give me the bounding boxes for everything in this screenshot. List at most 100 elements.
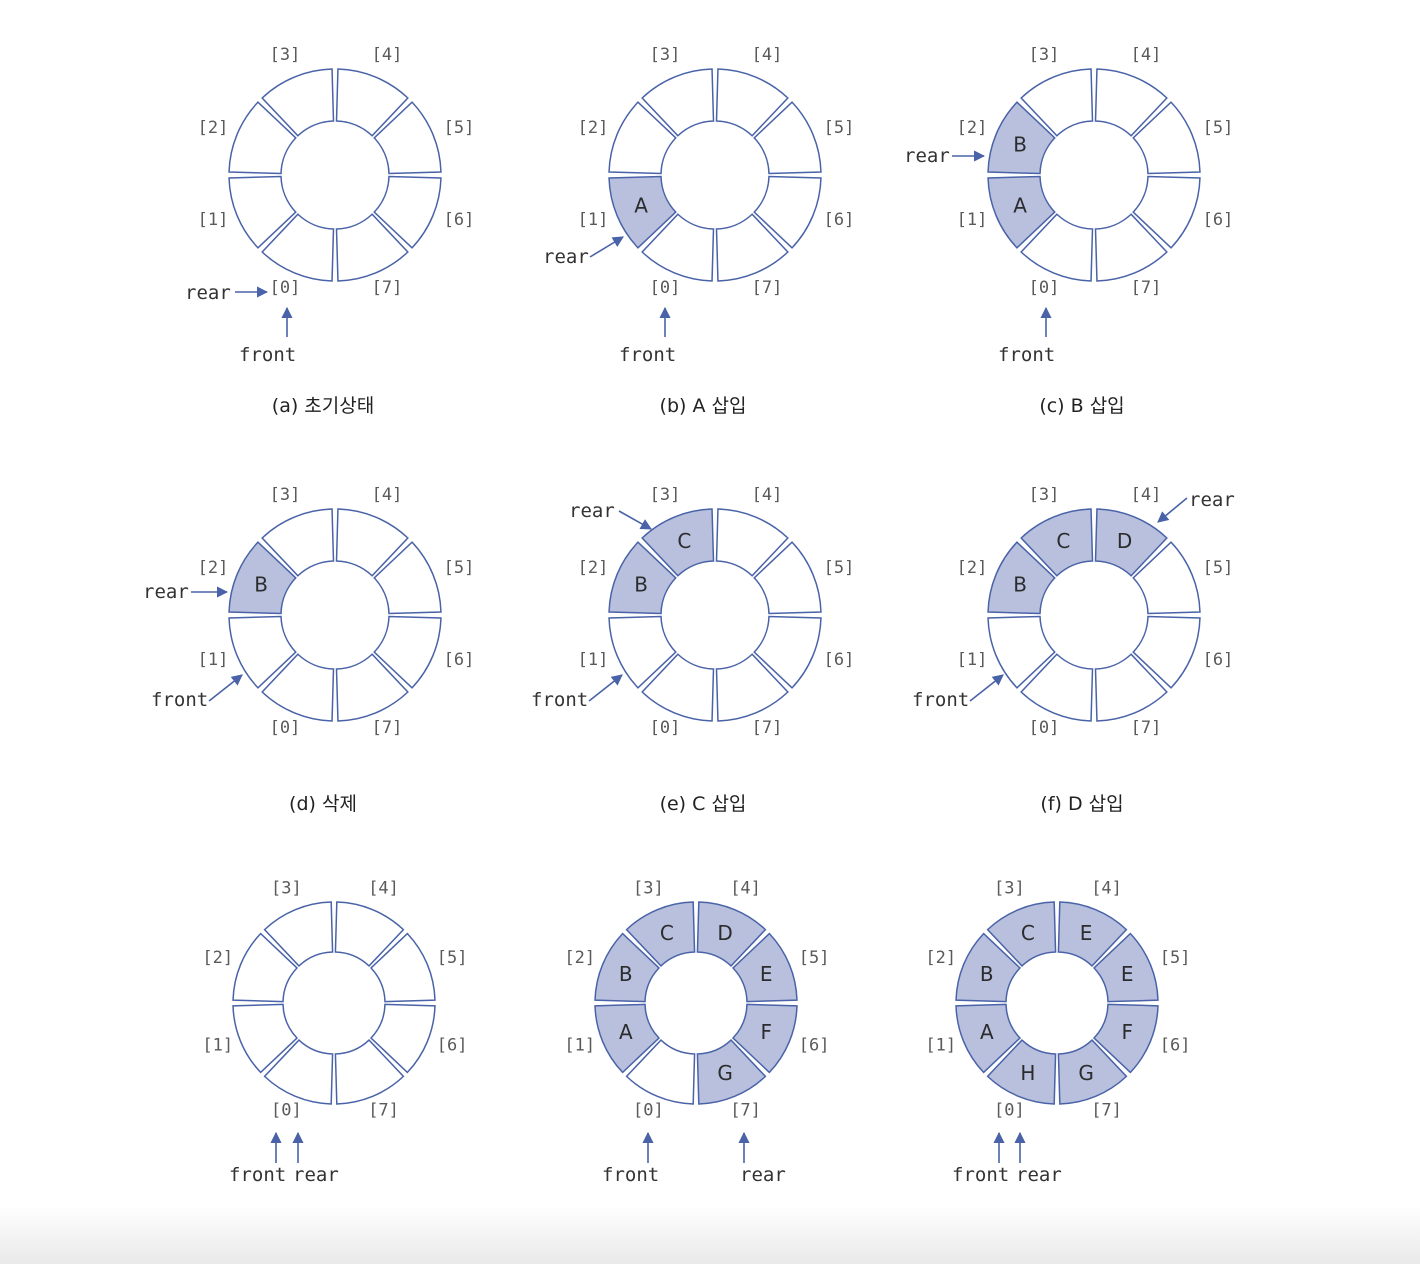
queue-cell: [261, 68, 335, 137]
rear-pointer-label: rear: [293, 1164, 339, 1186]
cell-value: B: [634, 572, 648, 596]
index-label: [6]: [824, 650, 855, 670]
front-pointer-label: front: [239, 344, 296, 366]
index-label: [0]: [271, 1100, 302, 1120]
queue-cell: [608, 541, 677, 615]
cell-value: B: [619, 962, 633, 986]
cell-value: H: [1020, 1061, 1035, 1085]
cell-value: C: [1021, 921, 1035, 945]
queue-cell: [373, 101, 442, 175]
index-label: [7]: [1131, 278, 1162, 298]
cell-value: F: [1121, 1020, 1133, 1044]
index-label: [3]: [271, 878, 302, 898]
index-label: [0]: [1029, 718, 1060, 738]
index-label: [1]: [198, 210, 229, 230]
rear-pointer-label: rear: [740, 1164, 786, 1186]
index-label: [0]: [994, 1100, 1025, 1120]
queue-cell: [696, 901, 767, 968]
cell-value: E: [1121, 962, 1134, 986]
index-label: [3]: [1029, 485, 1060, 505]
index-label: [6]: [444, 210, 475, 230]
front-arrow: [208, 674, 243, 702]
queue-cell: [1132, 541, 1201, 615]
front-pointer-label: front: [151, 689, 208, 711]
index-label: [1]: [957, 650, 988, 670]
index-label: [7]: [372, 718, 403, 738]
queue-cell: [715, 68, 789, 137]
queue-cell: [715, 508, 789, 577]
queue-cell: [986, 901, 1057, 968]
index-label: [3]: [650, 45, 681, 65]
index-label: [1]: [957, 210, 988, 230]
diagrams-layer: [0][1][2][3][4][5][6][7](a) 초기상태rearfron…: [143, 45, 1235, 1234]
queue-cell: [955, 1003, 1021, 1074]
queue-cell: [641, 213, 715, 282]
queue-cell: [731, 932, 798, 1003]
index-label: [4]: [1091, 878, 1122, 898]
index-label: [5]: [1160, 948, 1191, 968]
index-label: [4]: [372, 45, 403, 65]
index-label: [6]: [1203, 210, 1234, 230]
queue-cell: [753, 541, 822, 615]
front-pointer-label: front: [602, 1164, 659, 1186]
bottom-fade: [0, 1206, 1420, 1264]
rear-arrow: [589, 236, 624, 258]
index-label: [2]: [564, 948, 595, 968]
queue-cell: [625, 901, 696, 968]
index-label: [1]: [198, 650, 229, 670]
index-label: [5]: [824, 118, 855, 138]
index-label: [3]: [633, 878, 664, 898]
queue-cell: [228, 175, 297, 249]
front-pointer-label: front: [229, 1164, 286, 1186]
queue-cell: [753, 615, 822, 689]
queue-cell: [1094, 68, 1168, 137]
queue-cell: [715, 213, 789, 282]
queue-diagram: AB[0][1][2][3][4][5][6][7](c) B 삽입rearfr…: [904, 45, 1233, 417]
diagram-caption: (f) D 삽입: [1040, 793, 1123, 815]
cell-value: A: [619, 1020, 633, 1044]
cell-value: C: [677, 529, 691, 553]
index-label: [7]: [368, 1100, 399, 1120]
queue-cell: [696, 1039, 767, 1105]
index-label: [5]: [799, 948, 830, 968]
queue-cell: [987, 101, 1056, 175]
cell-value: B: [980, 962, 994, 986]
index-label: [5]: [444, 118, 475, 138]
index-label: [6]: [824, 210, 855, 230]
queue-cell: [753, 175, 822, 249]
queue-cell: [608, 101, 677, 175]
cell-value: A: [634, 194, 648, 218]
index-label: [3]: [270, 485, 301, 505]
queue-diagram: BC[0][1][2][3][4][5][6][7](e) C 삽입rearfr…: [531, 485, 854, 815]
queue-cell: [232, 932, 299, 1003]
queue-cell: [753, 101, 822, 175]
queue-cell: [261, 213, 335, 282]
cell-value: B: [1013, 132, 1027, 156]
queue-cell: [1057, 901, 1128, 968]
index-label: [2]: [957, 558, 988, 578]
queue-cell: [373, 615, 442, 689]
queue-cell: [1057, 1039, 1128, 1105]
index-label: [4]: [1131, 45, 1162, 65]
queue-cell: [373, 175, 442, 249]
queue-cell: [334, 1039, 405, 1105]
queue-cell: [334, 901, 405, 968]
queue-cell: [335, 508, 409, 577]
index-label: [4]: [372, 485, 403, 505]
queue-diagram: A[0][1][2][3][4][5][6][7](b) A 삽입rearfro…: [543, 45, 854, 417]
cell-value: G: [717, 1061, 733, 1085]
queue-cell: [986, 1039, 1057, 1105]
front-pointer-label: front: [619, 344, 676, 366]
queue-cell: [1020, 653, 1094, 722]
index-label: [2]: [925, 948, 956, 968]
rear-pointer-label: rear: [143, 581, 189, 603]
queue-cell: [594, 932, 661, 1003]
index-label: [1]: [564, 1036, 595, 1056]
index-label: [5]: [1203, 118, 1234, 138]
index-label: [0]: [270, 718, 301, 738]
index-label: [0]: [270, 278, 301, 298]
index-label: [0]: [650, 718, 681, 738]
cell-value: E: [760, 962, 773, 986]
queue-cell: [261, 653, 335, 722]
